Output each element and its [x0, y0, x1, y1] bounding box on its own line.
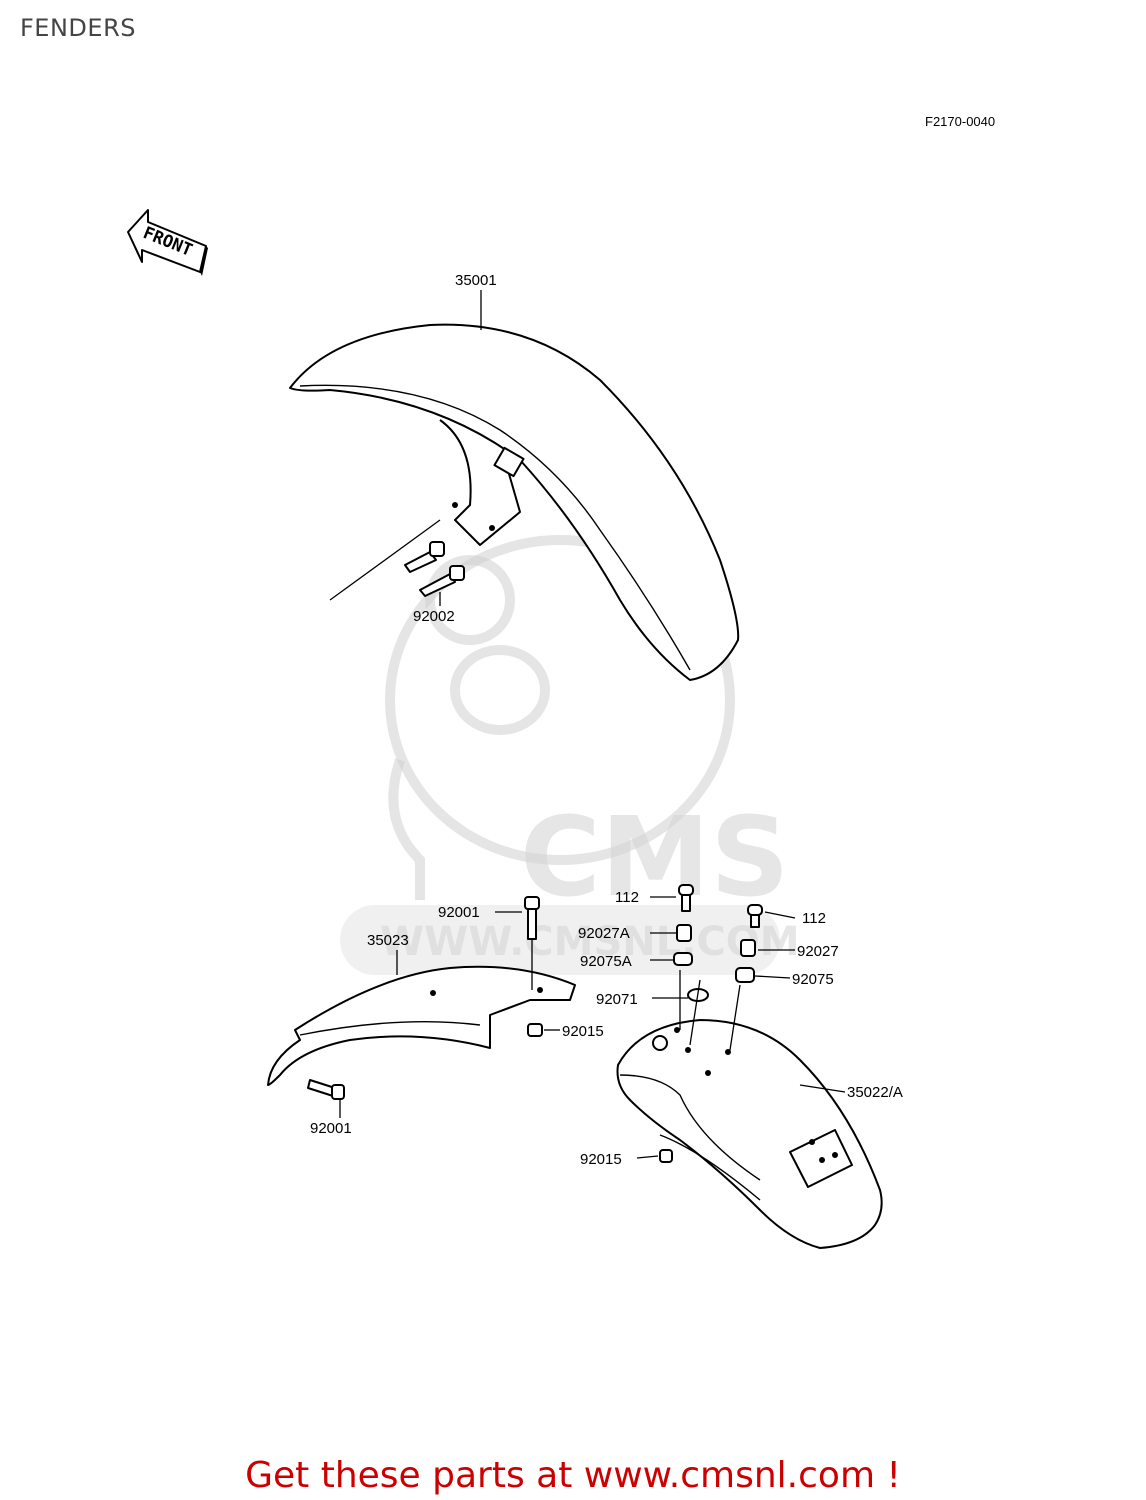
bolt-92001-top — [524, 896, 540, 990]
watermark-brand: CMS — [520, 793, 789, 921]
front-fender — [289, 323, 740, 681]
label-92075: 92075 — [792, 971, 834, 988]
bolt-92001-side — [307, 1079, 345, 1118]
label-92027A: 92027A — [578, 925, 630, 942]
diagram-code: F2170-0040 — [925, 114, 996, 129]
label-92015-rear: 92015 — [580, 1151, 622, 1168]
label-92002: 92002 — [413, 608, 455, 625]
part-labels: 35001 92002 112 112 92001 92027A 92027 3… — [310, 272, 903, 1168]
label-leaders — [396, 290, 846, 1159]
rear-inner-fender — [267, 965, 576, 1086]
label-35023: 35023 — [367, 932, 409, 949]
cms-watermark: CMS WWW.CMSNL.COM — [340, 535, 800, 975]
label-35001: 35001 — [455, 272, 497, 289]
bolt-92002 — [404, 541, 465, 606]
hardware-stack-right — [729, 904, 763, 1051]
label-112-right: 112 — [802, 910, 826, 927]
rear-fender — [616, 1019, 883, 1249]
label-92027: 92027 — [797, 943, 839, 960]
label-92015-inner: 92015 — [562, 1023, 604, 1040]
label-112-left: 112 — [615, 889, 639, 906]
label-92075A: 92075A — [580, 953, 632, 970]
hardware-stack-left — [673, 884, 709, 1046]
watermark-site: WWW.CMSNL.COM — [380, 919, 800, 965]
label-92001-side: 92001 — [310, 1120, 352, 1137]
cmsnl-parts-link[interactable]: Get these parts at www.cmsnl.com ! — [245, 1455, 901, 1496]
nut-92015-rear — [659, 1149, 673, 1163]
page-title: FENDERS — [20, 14, 136, 42]
nut-92015-inner — [527, 1023, 543, 1037]
label-92001-top: 92001 — [438, 904, 480, 921]
label-35022A: 35022/A — [847, 1084, 903, 1101]
front-arrow-icon: FRONT — [127, 209, 208, 276]
label-92071: 92071 — [596, 991, 638, 1008]
